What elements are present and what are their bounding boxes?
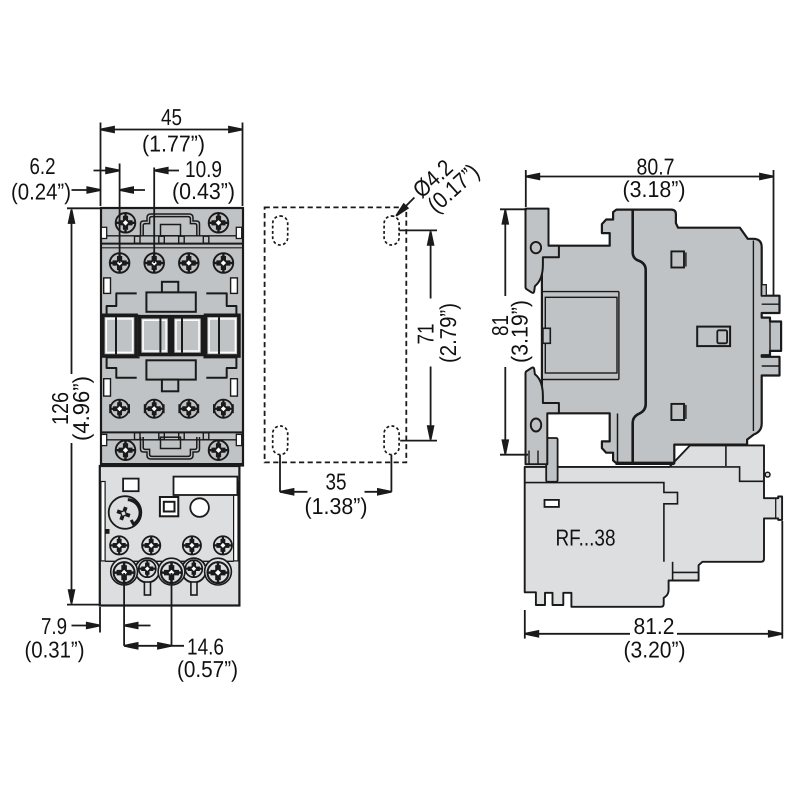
svg-text:(3.18”): (3.18”) <box>623 176 686 202</box>
svg-text:(0.24”): (0.24”) <box>11 179 71 205</box>
svg-text:81.2: 81.2 <box>634 613 675 639</box>
svg-text:14.6: 14.6 <box>187 634 224 660</box>
svg-text:(1.77”): (1.77”) <box>142 131 205 157</box>
svg-text:(4.96”): (4.96”) <box>68 376 94 441</box>
svg-text:(3.19”): (3.19”) <box>507 300 533 363</box>
svg-text:81: 81 <box>487 315 513 336</box>
svg-text:80.7: 80.7 <box>637 154 675 180</box>
svg-text:(3.20”): (3.20”) <box>624 637 686 663</box>
svg-text:(0.43”): (0.43”) <box>172 178 235 204</box>
svg-text:RF...38: RF...38 <box>556 525 616 551</box>
svg-text:35: 35 <box>326 469 347 495</box>
svg-text:6.2: 6.2 <box>30 153 56 179</box>
svg-text:(1.38”): (1.38”) <box>305 493 368 519</box>
svg-text:(2.79”): (2.79”) <box>435 303 461 363</box>
svg-text:(0.57”): (0.57”) <box>177 656 238 682</box>
svg-text:126: 126 <box>47 392 73 425</box>
svg-text:7.9: 7.9 <box>41 613 67 639</box>
svg-text:45: 45 <box>161 104 182 130</box>
svg-text:71: 71 <box>413 324 439 345</box>
svg-text:(0.31”): (0.31”) <box>25 637 85 663</box>
svg-text:10.9: 10.9 <box>185 156 222 182</box>
